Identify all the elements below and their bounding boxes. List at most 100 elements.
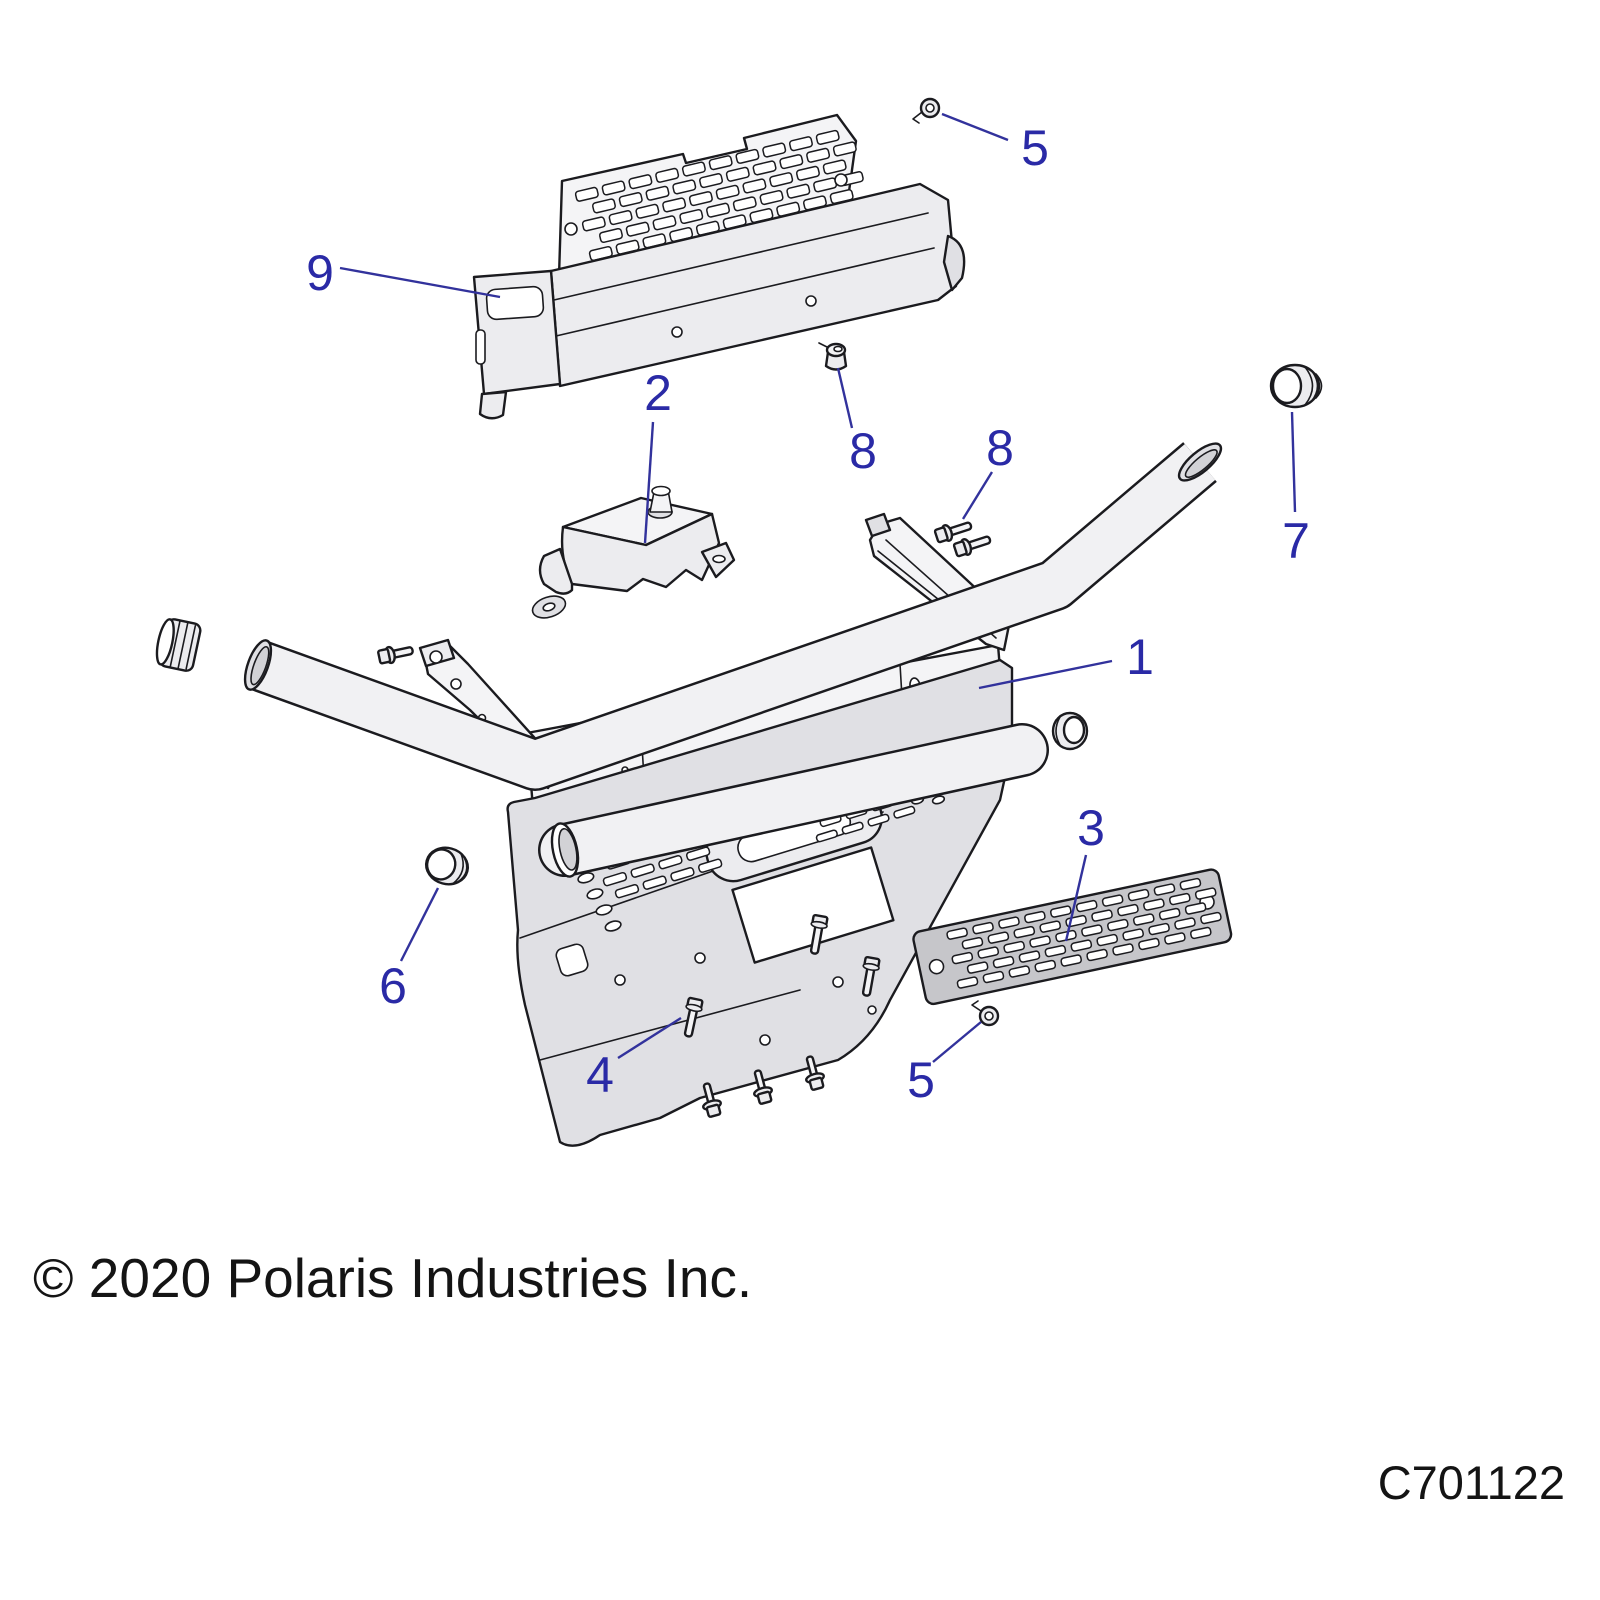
- part-2-bracket: [531, 485, 736, 619]
- vent-slot: [1024, 910, 1046, 924]
- flange-bolt-horizontal: [377, 645, 414, 665]
- vent-slot: [779, 154, 804, 170]
- fascia-hole: [614, 974, 626, 986]
- vent-slot: [735, 148, 760, 164]
- long-bolt: [861, 955, 881, 997]
- vent-slot: [698, 858, 723, 873]
- callout-number-3: 3: [1077, 800, 1105, 856]
- vent-slot: [956, 976, 979, 989]
- vent-slot: [1158, 907, 1181, 921]
- vent-slot: [574, 186, 599, 202]
- bracket-stud-top: [651, 485, 671, 497]
- vent-slot: [642, 875, 667, 890]
- left-box-cutout: [485, 285, 545, 321]
- callout-leader-line: [1064, 854, 1088, 942]
- shield-hole: [564, 222, 578, 236]
- plug-cap-mid-right: [1051, 711, 1089, 751]
- vent-slot: [672, 179, 697, 195]
- channel-right-curl: [942, 234, 966, 292]
- vent-slot: [1081, 924, 1103, 937]
- short-bolt: [805, 1055, 825, 1091]
- upper-tube-left-opening: [243, 639, 273, 691]
- vent-slot: [645, 185, 670, 201]
- vent-slot: [1112, 943, 1134, 956]
- left-box-foot: [478, 390, 508, 420]
- callout-6: 6: [379, 887, 440, 1014]
- vent-slot: [1018, 950, 1041, 963]
- vent-slot: [1029, 935, 1051, 948]
- vent-slot: [658, 855, 683, 870]
- channel-hole: [805, 295, 817, 307]
- callout-8: 8: [836, 367, 877, 479]
- diagram-code-text: C701122: [1378, 1456, 1565, 1509]
- fascia-hole: [759, 1034, 771, 1046]
- vent-slot: [1189, 926, 1212, 940]
- callout-2: 2: [643, 365, 672, 544]
- fascia-oval-holes: [577, 872, 622, 932]
- vent-slot: [1122, 928, 1144, 941]
- short-bolt: [753, 1069, 773, 1105]
- vent-slot: [1143, 898, 1165, 911]
- vent-slot: [708, 155, 733, 171]
- vent-slot: [685, 846, 711, 861]
- vent-slot: [806, 147, 831, 163]
- vent-slot: [725, 166, 750, 182]
- vent-slot: [591, 198, 616, 214]
- vent-slot: [867, 813, 890, 827]
- callout-number-6: 6: [379, 958, 407, 1014]
- vent-slot: [815, 829, 838, 843]
- left-arm-hole: [429, 650, 443, 664]
- vent-slot: [972, 921, 994, 935]
- vent-slot: [1132, 913, 1155, 926]
- callout-number-8: 8: [849, 423, 877, 479]
- vent-slot: [946, 927, 968, 940]
- callout-leader-line: [643, 421, 655, 544]
- vent-slot: [630, 863, 655, 878]
- vent-slot: [1060, 954, 1083, 967]
- vent-slot: [625, 221, 650, 237]
- callout-leader-line: [961, 471, 994, 520]
- fascia-hole: [694, 952, 706, 964]
- channel-hole: [671, 326, 683, 338]
- vent-slot: [618, 192, 643, 208]
- left-box-slot: [475, 329, 486, 365]
- vent-slot: [1075, 899, 1098, 913]
- flange-bolt-horizontal: [933, 521, 973, 544]
- vent-slot: [1049, 905, 1072, 918]
- vent-slot: [1148, 922, 1170, 936]
- callout-number-2: 2: [644, 365, 672, 421]
- vent-slot: [715, 184, 740, 200]
- vent-slot: [982, 970, 1005, 984]
- vent-slot: [635, 203, 660, 219]
- vent-slot: [670, 867, 695, 882]
- channel-fold-line: [555, 247, 935, 337]
- short-bolt: [702, 1082, 722, 1118]
- vent-slot: [681, 161, 706, 177]
- vent-slot: [1179, 877, 1202, 891]
- callout-number-7: 7: [1282, 513, 1310, 569]
- vent-slot: [759, 189, 784, 206]
- vent-slot: [1091, 909, 1113, 922]
- callout-7: 7: [1282, 411, 1310, 569]
- vent-slot: [961, 936, 984, 950]
- lower-tube-opening: [550, 822, 580, 878]
- vent-slot: [1039, 920, 1062, 933]
- bracket-left-foot: [538, 547, 574, 595]
- fascia-square-hole: [555, 943, 589, 977]
- vent-panel-slots: [946, 877, 1222, 989]
- left-arm-hole: [450, 678, 462, 690]
- part-1-bumper: [243, 442, 1223, 1147]
- vent-slot: [1174, 917, 1196, 930]
- flange-nut-top: [912, 97, 941, 124]
- callout-number-1: 1: [1126, 629, 1154, 685]
- vent-slot: [1117, 903, 1139, 917]
- vent-slot: [1034, 959, 1057, 973]
- callout-5: 5: [941, 112, 1049, 176]
- vent-slot: [951, 951, 974, 965]
- vent-slot: [608, 210, 633, 226]
- callout-leader-line: [932, 1021, 982, 1063]
- callout-number-5: 5: [907, 1052, 935, 1108]
- vent-slot: [893, 805, 916, 819]
